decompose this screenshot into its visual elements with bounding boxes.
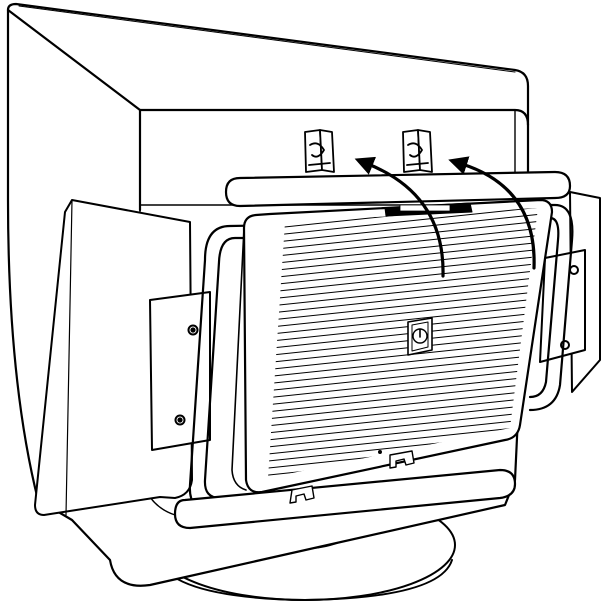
- hook-latch-left: [304, 129, 335, 173]
- frame-right-tube-outer: [528, 203, 574, 412]
- vented-device: [231, 198, 554, 504]
- frame-bottom-bar: [173, 468, 517, 530]
- left-panel-face: [65, 199, 73, 516]
- bottom-screw: [378, 450, 382, 454]
- frame-top-bar: [224, 170, 572, 208]
- monitor-seam: [18, 5, 516, 73]
- right-screw-top: [569, 265, 579, 275]
- stand-base-rim: [157, 559, 453, 601]
- lift-arrow-right: [448, 156, 536, 270]
- carry-frame: [173, 170, 574, 530]
- left-side-panel: [34, 199, 211, 516]
- right-side-bracket: [539, 191, 601, 393]
- device-vent-grille: [268, 208, 538, 478]
- lift-arrows: [354, 156, 536, 278]
- frame-right-tube-inner: [528, 216, 560, 399]
- left-screw-top-inner: [190, 327, 196, 333]
- power-button-icon: [407, 317, 433, 356]
- bottom-clip-left: [289, 485, 315, 504]
- hook-latch-right: [402, 129, 433, 173]
- bottom-clip-right: [389, 450, 415, 469]
- left-screw-bottom-inner: [177, 417, 183, 423]
- device-front-edge: [231, 227, 247, 491]
- lift-arrow-left: [354, 156, 445, 278]
